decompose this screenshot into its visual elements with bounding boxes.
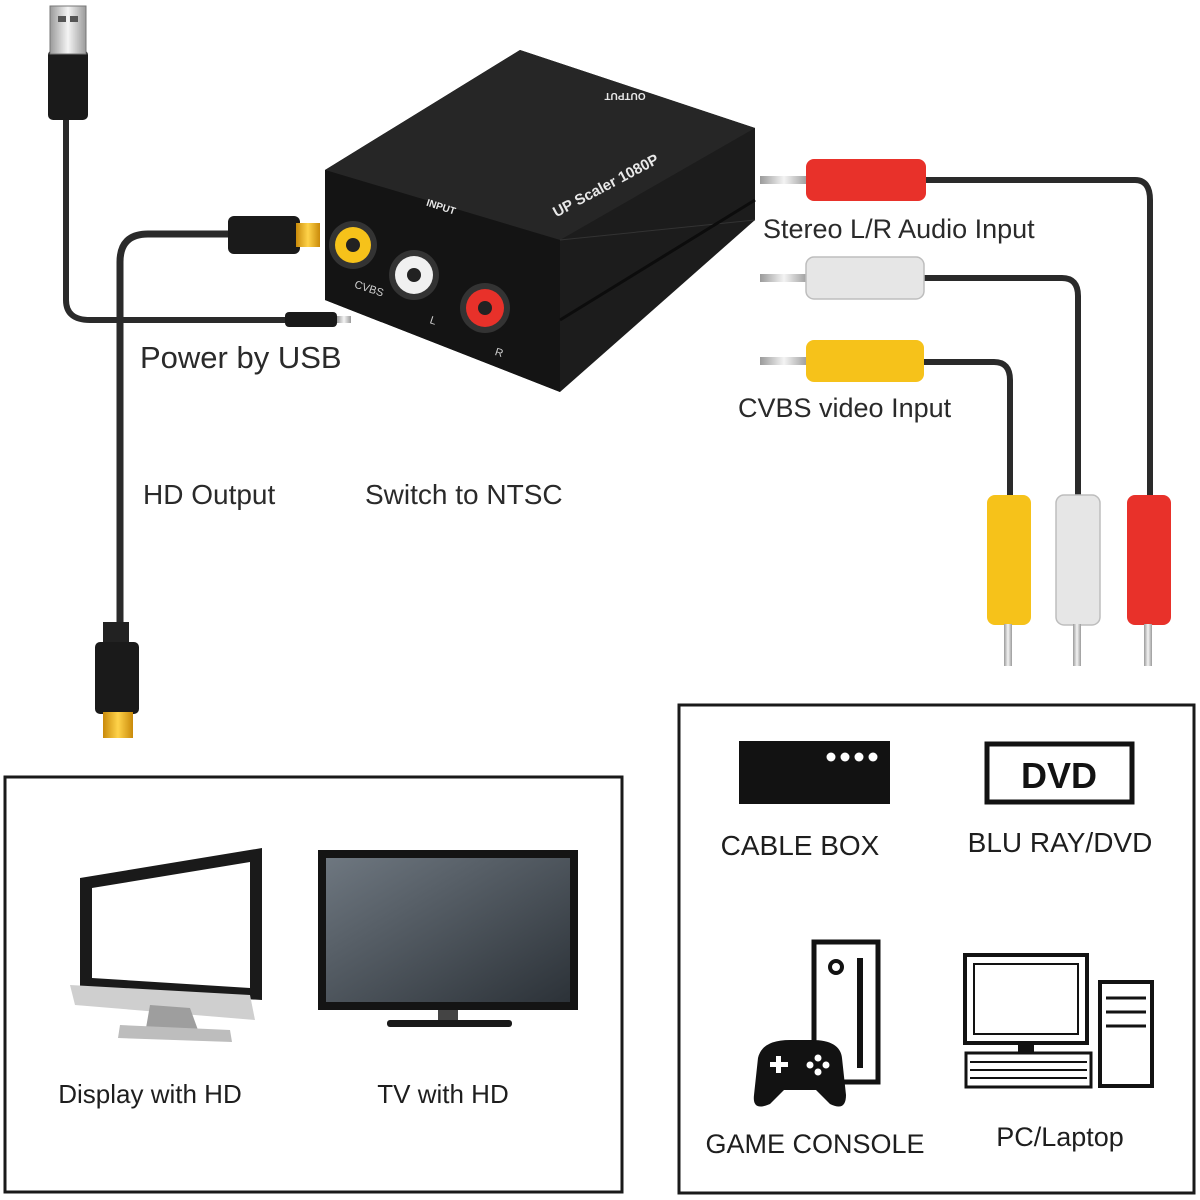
usb-plug xyxy=(48,5,88,120)
source-item-label: PC/Laptop xyxy=(996,1122,1124,1152)
source-item-label: BLU RAY/DVD xyxy=(968,827,1153,858)
tv-icon xyxy=(318,850,578,1027)
output-item-label: TV with HD xyxy=(377,1079,508,1109)
label-video-input: CVBS video Input xyxy=(738,393,952,423)
label-power: Power by USB xyxy=(140,340,342,375)
rca-cable-yellow xyxy=(760,340,1031,666)
monitor-icon xyxy=(70,848,262,1042)
device-output-label: OUTPUT xyxy=(604,90,645,101)
hdmi-cable xyxy=(116,230,232,630)
converter-box xyxy=(325,50,756,392)
usb-power-cable xyxy=(63,115,351,327)
source-item-label: GAME CONSOLE xyxy=(705,1129,924,1159)
source-item-label: CABLE BOX xyxy=(721,830,880,861)
rca-cable-white xyxy=(760,256,1101,666)
label-ntsc: Switch to NTSC xyxy=(365,479,563,510)
rca-cable-red xyxy=(760,159,1171,666)
port-cvbs xyxy=(329,221,377,269)
label-hd-output: HD Output xyxy=(143,479,275,510)
cable-box-icon xyxy=(739,741,890,804)
dvd-icon: DVD xyxy=(984,741,1135,805)
hdmi-plug-top xyxy=(228,216,320,254)
label-audio-input: Stereo L/R Audio Input xyxy=(763,214,1035,244)
output-item-label: Display with HD xyxy=(58,1079,242,1109)
port-r-label: R xyxy=(493,346,504,360)
dvd-badge: DVD xyxy=(1021,755,1097,796)
port-r xyxy=(460,283,510,333)
pc-icon xyxy=(963,953,1154,1089)
port-l-label: L xyxy=(428,314,438,327)
game-console-icon xyxy=(753,939,881,1107)
port-l xyxy=(389,250,439,300)
hdmi-plug-bottom xyxy=(95,622,139,738)
